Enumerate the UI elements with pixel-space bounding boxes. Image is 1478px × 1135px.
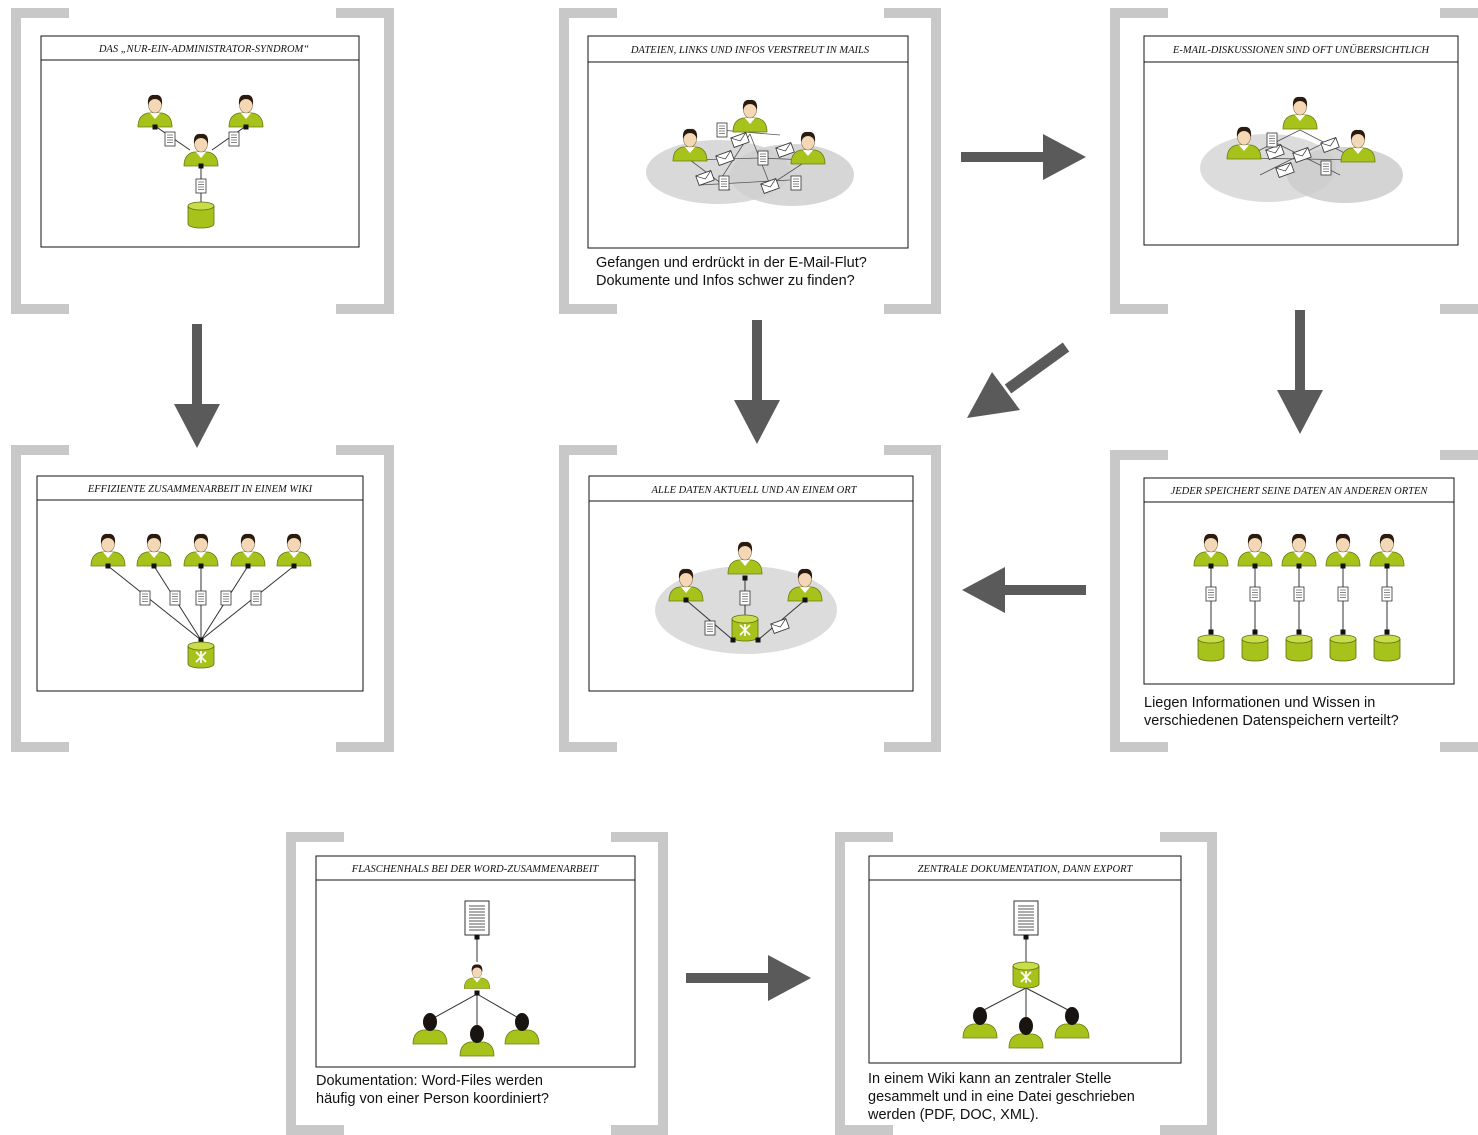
wiki-database-icon	[732, 615, 758, 641]
flow-arrow-icon	[961, 134, 1086, 180]
panel-p7: FLASCHENHALS BEI DER WORD-ZUSAMMENARBEIT…	[315, 855, 636, 1107]
document-icon	[139, 590, 151, 606]
wiki-database-icon	[188, 642, 214, 668]
panel-caption-line: Dokumente und Infos schwer zu finden?	[596, 273, 855, 289]
document-icon	[1205, 586, 1217, 602]
database-icon	[1373, 634, 1401, 662]
panel-title: FLASCHENHALS BEI DER WORD-ZUSAMMENARBEIT	[351, 864, 600, 875]
document-icon	[464, 900, 490, 936]
document-icon	[716, 122, 728, 138]
bracket-right-p7	[611, 832, 668, 1135]
panel-title: ZENTRALE DOKUMENTATION, DANN EXPORT	[918, 864, 1134, 875]
document-icon	[1320, 160, 1332, 176]
panel-title: EFFIZIENTE ZUSAMMENARBEIT IN EINEM WIKI	[87, 484, 313, 495]
panel-p1: DAS „NUR-EIN-ADMINISTRATOR-SYNDROM“	[40, 35, 360, 248]
document-icon	[757, 150, 769, 166]
document-icon	[1337, 586, 1349, 602]
panel-caption-line: verschiedenen Datenspeichern verteilt?	[1144, 713, 1399, 729]
document-icon	[195, 590, 207, 606]
flow-arrow-icon	[962, 567, 1086, 613]
panel-caption-line: werden (PDF, DOC, XML).	[867, 1107, 1039, 1123]
document-icon	[718, 175, 730, 191]
panel-title: JEDER SPEICHERT SEINE DATEN AN ANDEREN O…	[1171, 486, 1429, 497]
bracket-left-p3	[1110, 8, 1168, 314]
panel-p8: ZENTRALE DOKUMENTATION, DANN EXPORT In e…	[867, 855, 1182, 1123]
panel-title: ALLE DATEN AKTUELL UND AN EINEM ORT	[651, 485, 858, 496]
document-icon	[739, 590, 751, 606]
bracket-right-p5	[884, 445, 941, 752]
panel-brackets	[11, 8, 1478, 1135]
panel-caption-line: Dokumentation: Word-Files werden	[316, 1073, 543, 1089]
document-icon	[1249, 586, 1261, 602]
bracket-left-p6	[1110, 450, 1168, 752]
document-icon	[220, 590, 232, 606]
panel-p2: DATEIEN, LINKS UND INFOS VERSTREUT IN MA…	[587, 35, 909, 289]
document-icon	[790, 175, 802, 191]
flow-arrow-icon	[686, 955, 811, 1001]
database-icon	[1285, 634, 1313, 662]
panel-caption-line: Gefangen und erdrückt in der E-Mail-Flut…	[596, 255, 867, 271]
document-icon	[164, 131, 176, 147]
flow-arrow-icon	[174, 324, 220, 448]
panel-p6: JEDER SPEICHERT SEINE DATEN AN ANDEREN O…	[1143, 477, 1455, 729]
flow-arrow-icon	[1277, 310, 1323, 434]
document-icon	[195, 178, 207, 194]
wiki-database-icon	[1013, 962, 1039, 988]
bracket-right-p6	[1440, 450, 1478, 752]
panel-caption-line: gesammelt und in eine Datei geschrieben	[868, 1089, 1135, 1105]
database-icon	[1241, 634, 1269, 662]
panel-p5: ALLE DATEN AKTUELL UND AN EINEM ORT	[588, 475, 914, 692]
document-icon	[1293, 586, 1305, 602]
panel-caption-line: In einem Wiki kann an zentraler Stelle	[868, 1071, 1111, 1087]
panel-p3: E-MAIL-DISKUSSIONEN SIND OFT UNÜBERSICHT…	[1143, 35, 1459, 246]
document-icon	[250, 590, 262, 606]
database-icon	[1197, 634, 1225, 662]
panel-title: DAS „NUR-EIN-ADMINISTRATOR-SYNDROM“	[98, 44, 309, 55]
document-icon	[1013, 900, 1039, 936]
document-icon	[1266, 132, 1278, 148]
document-icon	[169, 590, 181, 606]
panel-title: E-MAIL-DISKUSSIONEN SIND OFT UNÜBERSICHT…	[1172, 44, 1431, 56]
flow-arrow-icon	[967, 342, 1070, 418]
panel-caption-line: häufig von einer Person koordiniert?	[316, 1091, 549, 1107]
bracket-right-p1	[336, 8, 394, 314]
database-icon	[187, 201, 215, 229]
bracket-left-p1	[11, 8, 69, 314]
bracket-left-p4	[11, 445, 69, 752]
document-icon	[228, 131, 240, 147]
bracket-left-p8	[835, 832, 893, 1135]
document-icon	[704, 620, 716, 636]
bracket-left-p5	[559, 445, 617, 752]
bracket-right-p2	[884, 8, 941, 314]
bracket-right-p4	[336, 445, 394, 752]
panel-p4: EFFIZIENTE ZUSAMMENARBEIT IN EINEM WIKI	[36, 475, 364, 692]
bracket-right-p3	[1440, 8, 1478, 314]
database-icon	[1329, 634, 1357, 662]
flow-arrow-icon	[734, 320, 780, 444]
bracket-right-p8	[1160, 832, 1217, 1135]
flow-arrows	[174, 134, 1323, 1001]
panel-title: DATEIEN, LINKS UND INFOS VERSTREUT IN MA…	[630, 45, 870, 56]
document-icon	[1381, 586, 1393, 602]
bracket-left-p7	[286, 832, 344, 1135]
panel-caption-line: Liegen Informationen und Wissen in	[1144, 695, 1375, 711]
bracket-left-p2	[559, 8, 617, 314]
